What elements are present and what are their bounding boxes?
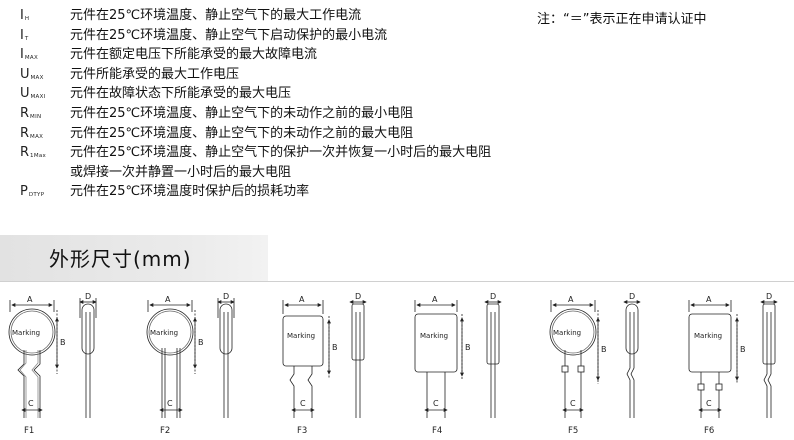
figure-label-f2: F2 [160,426,171,436]
definition-text: 或焊接一次并静置一小时后的最大电阻 [70,164,292,180]
definition-text: 元件在额定电压下所能承受的最大故障电流 [70,47,318,63]
dim-label-a: A [165,295,171,304]
dim-label-d: D [85,292,91,301]
definition-symbol: RMAX [20,125,44,141]
marking-label: Marking [150,329,178,337]
dim-label-a: A [432,295,438,304]
figure-f1-drawing [8,298,97,418]
definition-symbol: R1Max [20,145,47,161]
dimension-drawings: A Marking B C D A Marking B C D [8,292,778,418]
figure-label-f3: F3 [297,426,308,436]
definition-symbol: UMAX [20,66,44,82]
dim-label-c: C [28,399,34,408]
definition-text: 元件在25℃环境温度、静止空气下的未动作之前的最大电阻 [70,125,414,141]
definition-text: 元件在25℃环境温度、静止空气下的最大工作电流 [70,8,362,23]
figure-label-f4: F4 [432,426,443,436]
definition-symbol: RMIN [20,105,42,121]
marking-label: Marking [694,332,722,340]
dim-label-c: C [706,399,712,408]
dim-label-a: A [706,295,712,304]
definition-row: IT 元件在25℃环境温度、静止空气下启动保护的最小电流 [20,26,580,46]
definition-list: IH 元件在25℃环境温度、静止空气下的最大工作电流 IT 元件在25℃环境温度… [20,6,580,202]
definition-row-continued: 或焊接一次并静置一小时后的最大电阻 [20,163,580,183]
figure-f5-drawing [549,300,641,418]
definition-row: RMIN 元件在25℃环境温度、静止空气下的未动作之前的最小电阻 [20,104,580,124]
dim-label-a: A [568,295,574,304]
dim-label-c: C [570,399,576,408]
dim-label-b: B [198,338,204,347]
figure-f3-drawing [282,300,367,418]
definition-row: R1Max 元件在25℃环境温度、静止空气下的保护一次并恢复一小时后的最大电阻 [20,143,580,163]
dim-label-d: D [355,292,361,301]
dim-label-c: C [433,399,439,408]
figure-label-f5: F5 [568,426,579,436]
definition-symbol: UMAXI [20,86,46,102]
dim-label-d: D [490,292,496,301]
dim-label-d: D [223,292,229,301]
marking-label: Marking [553,329,581,337]
definition-row: UMAXI 元件在故障状态下所能承受的最大电压 [20,84,580,104]
definition-symbol: IH [20,8,30,23]
figure-f2-drawing [146,298,235,418]
definition-row: IH 元件在25℃环境温度、静止空气下的最大工作电流 [20,6,580,26]
definition-row: IMAX 元件在额定电压下所能承受的最大故障电流 [20,45,580,65]
dim-label-a: A [27,295,33,304]
dim-label-d: D [766,292,772,301]
dim-label-c: C [300,399,306,408]
dim-label-b: B [60,338,66,347]
figure-label-f1: F1 [24,426,35,436]
figure-label-f6: F6 [704,426,715,436]
dim-label-b: B [740,345,746,354]
section-header-band [0,235,268,282]
marking-label: Marking [12,329,40,337]
marking-label: Marking [420,332,448,340]
definition-symbol: IMAX [20,47,39,63]
figure-f4-drawing [414,300,502,418]
certification-note: 注：“＝”表示正在申请认证中 [537,12,707,27]
dim-label-b: B [601,345,607,354]
definition-text: 元件在25℃环境温度、静止空气下的保护一次并恢复一小时后的最大电阻 [70,145,492,161]
dim-label-b: B [465,343,471,352]
definition-symbol: IT [20,27,29,43]
figure-f6-drawing [688,300,778,418]
section-divider [0,281,794,282]
definition-text: 元件在25℃环境温度、静止空气下启动保护的最小电流 [70,27,388,43]
definition-text: 元件在25℃环境温度时保护后的损耗功率 [70,184,310,200]
dim-label-c: C [167,399,173,408]
marking-label: Marking [287,332,315,340]
section-title: 外形尺寸(mm) [49,247,192,271]
dim-label-a: A [299,295,305,304]
dim-label-d: D [629,292,635,301]
definition-text: 元件所能承受的最大工作电压 [70,66,240,82]
definition-row: UMAX 元件所能承受的最大工作电压 [20,65,580,85]
definition-row: RMAX 元件在25℃环境温度、静止空气下的未动作之前的最大电阻 [20,124,580,144]
definition-symbol: PDTYP [20,184,45,200]
definition-text: 元件在25℃环境温度、静止空气下的未动作之前的最小电阻 [70,105,414,121]
definition-row: PDTYP 元件在25℃环境温度时保护后的损耗功率 [20,182,580,202]
dim-label-b: B [332,343,338,352]
definition-text: 元件在故障状态下所能承受的最大电压 [70,86,292,102]
